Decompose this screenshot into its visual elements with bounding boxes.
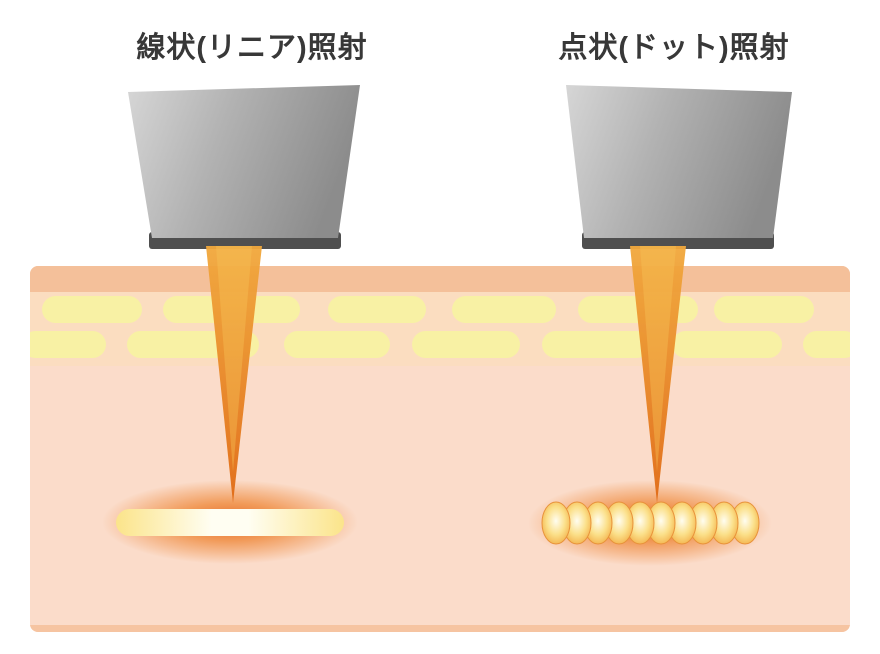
right-handpiece	[566, 85, 792, 249]
linear-irradiation-title: 線状(リニア)照射	[136, 32, 368, 64]
right-handpiece-body	[566, 85, 792, 238]
collagen-cell	[328, 296, 426, 323]
collagen-cell	[542, 331, 650, 358]
collagen-cell	[30, 331, 106, 358]
skin-surface-band	[30, 266, 850, 292]
collagen-cell	[803, 331, 850, 358]
right-beam-highlight	[640, 246, 676, 472]
skin-cross-section	[30, 266, 850, 632]
collagen-cell	[672, 331, 782, 358]
collagen-cell	[452, 296, 556, 323]
treatment-dot	[541, 501, 571, 545]
left-beam-cone	[206, 246, 262, 503]
collagen-cell	[284, 331, 390, 358]
linear-treatment-bar	[116, 509, 344, 536]
left-handpiece-body	[128, 85, 360, 238]
left-beam-highlight	[216, 246, 252, 472]
dot-laser-beam	[630, 246, 686, 503]
left-handpiece	[128, 85, 360, 249]
collagen-cell	[42, 296, 142, 323]
right-beam-cone	[630, 246, 686, 503]
dot-irradiation-title: 点状(ドット)照射	[558, 32, 790, 64]
linear-laser-beam	[206, 246, 262, 503]
dot-treatment-row	[541, 501, 760, 545]
collagen-cell	[714, 296, 814, 323]
collagen-cell	[412, 331, 520, 358]
skin-bottom-edge	[30, 625, 850, 632]
cell-row-bottom	[30, 331, 850, 358]
